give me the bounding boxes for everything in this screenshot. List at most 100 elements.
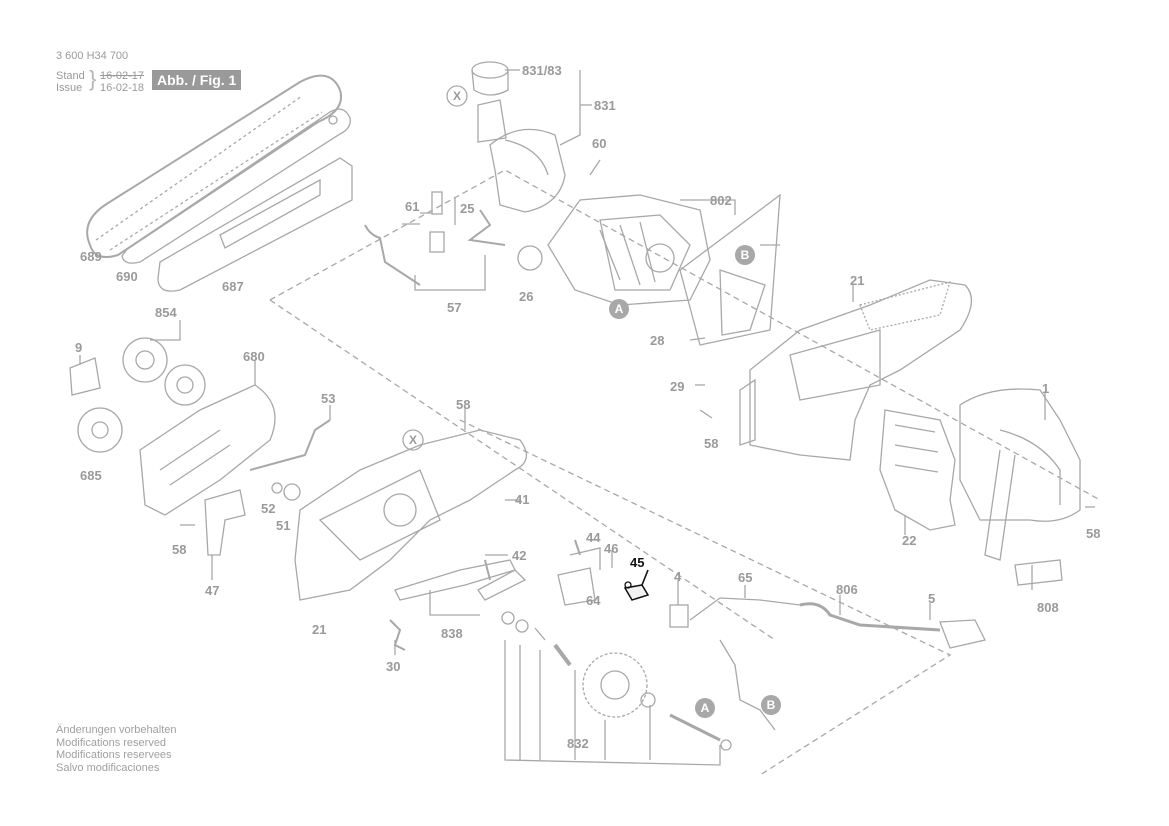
marker-a-bottom (695, 698, 715, 718)
oil-cap (471, 61, 509, 96)
callout-9: 9 (75, 340, 82, 355)
callout-29: 29 (670, 379, 684, 394)
marker-x-top (446, 85, 468, 107)
lever-838 (394, 559, 527, 601)
marker-x-top-label: X (453, 89, 461, 103)
callout-854: 854 (155, 305, 177, 320)
stand-label: Stand (56, 70, 85, 82)
guide-bar (121, 108, 351, 264)
marker-b-bottom (761, 695, 781, 715)
callout-802: 802 (710, 193, 732, 208)
part-52 (271, 482, 283, 494)
cable-65 (689, 597, 801, 731)
oil-tank (477, 99, 566, 213)
callout-58-b: 58 (456, 397, 470, 412)
callout-64: 64 (586, 593, 601, 608)
marker-a-top-label: A (615, 302, 624, 316)
callout-61: 61 (405, 199, 419, 214)
callout-60: 60 (592, 136, 606, 151)
assembly-outline (269, 169, 1101, 776)
gear-26 (517, 245, 543, 271)
cord-806 (799, 602, 941, 632)
motor-housing (959, 388, 1081, 561)
part-9 (69, 357, 101, 396)
callout-690: 690 (116, 269, 138, 284)
part-53 (249, 419, 331, 471)
callout-52: 52 (261, 501, 275, 516)
sprocket-854 (122, 337, 206, 406)
callout-53: 53 (321, 391, 335, 406)
motor-assembly (547, 193, 781, 346)
cover-22 (879, 409, 956, 531)
marker-x-mid (402, 429, 424, 451)
bracket-64 (557, 547, 601, 606)
callout-838: 838 (441, 626, 463, 641)
label-808 (1014, 559, 1063, 586)
callout-51: 51 (276, 518, 290, 533)
callout-831: 831 (594, 98, 616, 113)
housing-right (739, 279, 972, 461)
callout-44: 44 (586, 530, 601, 545)
stand-date: 16-02-17 (100, 70, 145, 82)
marker-b-top-label: B (741, 248, 750, 262)
switch-parts (364, 191, 506, 286)
callout-42: 42 (512, 548, 526, 563)
marker-a-bottom-label: A (701, 701, 710, 715)
callout-808: 808 (1037, 600, 1059, 615)
callout-58-c: 58 (172, 542, 186, 557)
callout-26: 26 (519, 289, 533, 304)
callout-58-a: 58 (704, 436, 718, 451)
plug-5 (939, 619, 986, 649)
marker-b-bottom-label: B (767, 698, 776, 712)
note-es: Salvo modificaciones (56, 761, 160, 774)
callout-25: 25 (460, 201, 474, 216)
saw-chain (86, 74, 342, 258)
marker-a-top (609, 299, 629, 319)
brace: } (89, 66, 97, 91)
part-number: 3 600 H34 700 (56, 50, 129, 62)
callout-687: 687 (222, 279, 244, 294)
callout-806: 806 (836, 582, 858, 597)
modification-notes: Änderungen vorbehalten Modifications res… (56, 724, 176, 774)
leader-lines (79, 69, 1095, 766)
housing-left (294, 429, 527, 601)
callout-57: 57 (447, 300, 461, 315)
issue-date: 16-02-18 (100, 82, 145, 94)
note-fr: Modifications reservees (56, 749, 172, 761)
callout-45[interactable]: 45 (630, 555, 644, 570)
part-51 (283, 483, 301, 501)
note-en: Modifications reserved (56, 736, 167, 749)
callout-58-d: 58 (1086, 526, 1100, 541)
marker-x-mid-label: X (409, 433, 417, 447)
note-de: Änderungen vorbehalten (56, 724, 177, 736)
callout-21-right: 21 (850, 273, 864, 288)
figure-label: Abb. / Fig. 1 (152, 70, 242, 90)
callout-30: 30 (386, 659, 400, 674)
callout-22: 22 (902, 533, 916, 548)
part-685 (77, 407, 123, 453)
callout-41: 41 (515, 492, 529, 507)
part-45-highlighted[interactable] (623, 581, 650, 601)
callout-689: 689 (80, 249, 102, 264)
callout-65: 65 (738, 570, 752, 585)
callout-4: 4 (674, 569, 682, 584)
gear-832 (501, 611, 732, 751)
callout-680: 680 (243, 349, 265, 364)
callout-21-left: 21 (312, 622, 326, 637)
cover-680 (139, 384, 276, 516)
marker-b-top (735, 245, 755, 265)
bar-cover (157, 157, 353, 292)
part-47 (204, 489, 246, 556)
callout-685: 685 (80, 468, 102, 483)
callout-1: 1 (1042, 381, 1049, 396)
callout-5: 5 (928, 591, 935, 606)
callout-28: 28 (650, 333, 664, 348)
issue-label: Issue (56, 82, 83, 94)
callout-47: 47 (205, 583, 219, 598)
part-30 (389, 619, 406, 651)
part-4 (669, 604, 689, 628)
callout-831-83: 831/83 (522, 63, 562, 78)
callout-46: 46 (604, 541, 618, 556)
